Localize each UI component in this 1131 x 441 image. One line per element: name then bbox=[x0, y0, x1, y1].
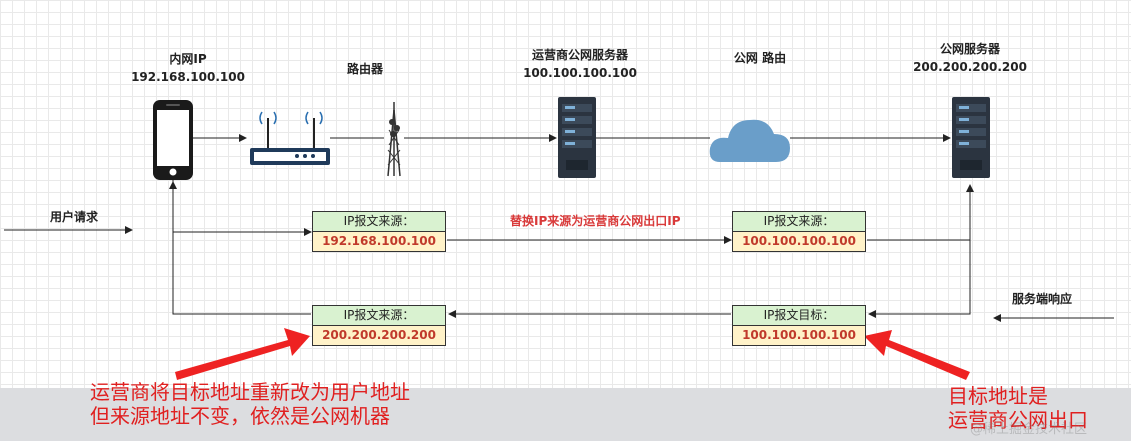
left-annotation-line1: 运营商将目标地址重新改为用户地址 bbox=[90, 380, 410, 404]
resp-src-value: 200.200.200.200 bbox=[313, 326, 445, 345]
resp-dst-header: IP报文目标： bbox=[733, 306, 865, 326]
resp-src-box: IP报文来源： 200.200.200.200 bbox=[312, 305, 446, 346]
bottom-band bbox=[0, 388, 1131, 441]
user-request-label: 用户请求 bbox=[50, 210, 99, 224]
router-title: 路由器 bbox=[346, 62, 383, 76]
req-src-2-header: IP报文来源： bbox=[733, 212, 865, 232]
req-src-1-header: IP报文来源： bbox=[313, 212, 445, 232]
right-annotation: 目标地址是 运营商公网出口 bbox=[948, 384, 1088, 432]
resp-dst-box: IP报文目标： 100.100.100.100 bbox=[732, 305, 866, 346]
phone-ip: 192.168.100.100 bbox=[131, 70, 245, 84]
left-annotation: 运营商将目标地址重新改为用户地址 但来源地址不变，依然是公网机器 bbox=[90, 380, 410, 428]
resp-src-header: IP报文来源： bbox=[313, 306, 445, 326]
phone-title: 内网IP bbox=[169, 52, 207, 66]
req-src-box-2: IP报文来源： 100.100.100.100 bbox=[732, 211, 866, 252]
right-annotation-line1: 目标地址是 bbox=[948, 384, 1048, 408]
phone-label: 内网IP 192.168.100.100 bbox=[118, 50, 258, 86]
public-route-title: 公网 路由 bbox=[733, 51, 787, 65]
req-src-box-1: IP报文来源： 192.168.100.100 bbox=[312, 211, 446, 252]
left-red-arrow bbox=[175, 328, 310, 380]
right-annotation-line2: 运营商公网出口 bbox=[948, 408, 1088, 432]
public-server-label: 公网服务器 200.200.200.200 bbox=[895, 40, 1045, 76]
isp-server-label: 运营商公网服务器 100.100.100.100 bbox=[500, 46, 660, 82]
server-response-label: 服务端响应 bbox=[1012, 292, 1073, 306]
public-route-label: 公网 路由 bbox=[705, 49, 815, 67]
watermark: @稀土掘金技术社区 bbox=[970, 422, 1088, 437]
isp-server-ip: 100.100.100.100 bbox=[523, 66, 637, 80]
response-path-3 bbox=[169, 181, 311, 315]
isp-server-title: 运营商公网服务器 bbox=[531, 48, 628, 62]
req-src-1-value: 192.168.100.100 bbox=[313, 232, 445, 251]
replace-note: 替换IP来源为运营商公网出口IP bbox=[510, 214, 681, 228]
public-server-ip: 200.200.200.200 bbox=[913, 60, 1027, 74]
left-annotation-line2: 但来源地址不变，依然是公网机器 bbox=[90, 404, 390, 428]
right-red-arrow bbox=[864, 330, 970, 380]
req-src-2-value: 100.100.100.100 bbox=[733, 232, 865, 251]
response-path-1 bbox=[868, 195, 971, 318]
router-label: 路由器 bbox=[315, 60, 415, 78]
public-server-title: 公网服务器 bbox=[939, 42, 1000, 56]
resp-dst-value: 100.100.100.100 bbox=[733, 326, 865, 345]
